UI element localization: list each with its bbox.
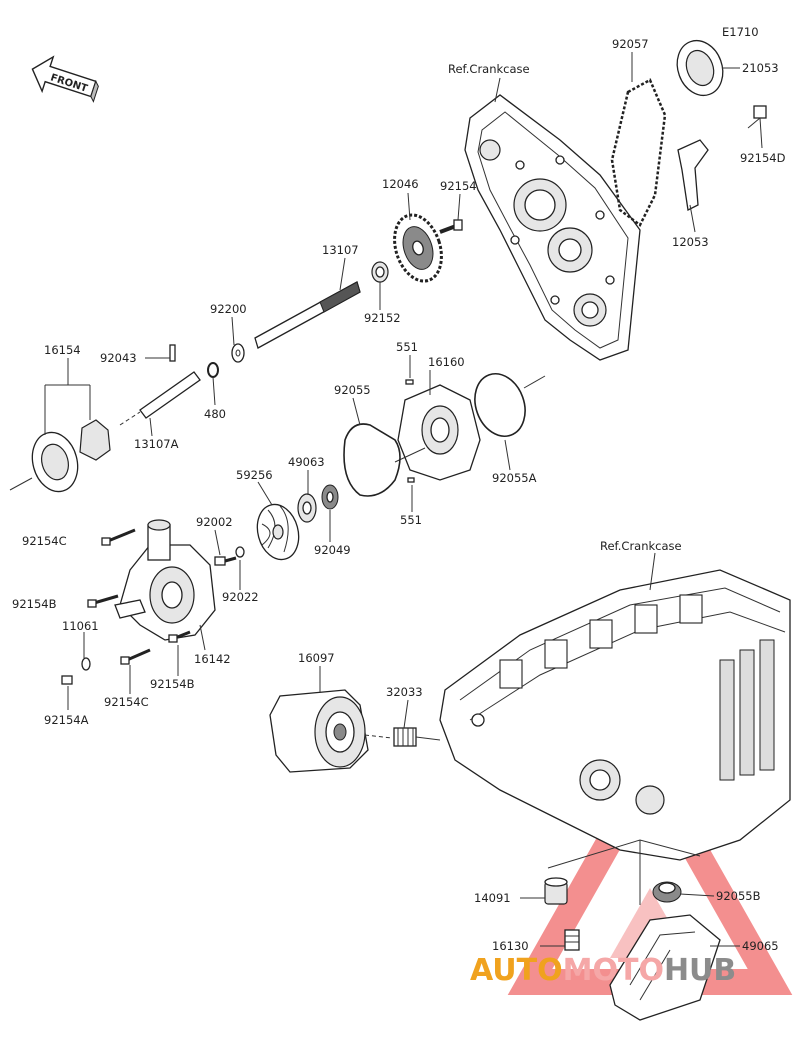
part-label: 92152	[364, 311, 401, 325]
bolt-92154b-drawing	[87, 594, 119, 608]
part-label: 92154C	[22, 534, 67, 548]
part-label: 92022	[222, 590, 259, 604]
pin-551-drawing	[405, 379, 414, 385]
part-label: 92154B	[150, 677, 195, 691]
part-label: 92055A	[492, 471, 537, 485]
gasket-92055-drawing	[343, 423, 401, 497]
oil-filter-16097-drawing	[269, 689, 393, 773]
cam-chain-drawing	[610, 78, 709, 227]
part-label: 12053	[672, 235, 709, 249]
part-label: 13107A	[134, 437, 179, 451]
bolt-92154-drawing	[439, 219, 463, 234]
part-label: 16097	[298, 651, 335, 665]
ref-label-lower: Ref.Crankcase	[600, 539, 682, 553]
oil-pan-49065-drawing	[609, 914, 721, 1021]
bolt-92154b-lower-drawing	[168, 630, 191, 643]
shaft-13107a-drawing	[119, 371, 201, 426]
watermark-auto: AUTO	[470, 953, 563, 988]
part-label: 92200	[210, 302, 247, 316]
fitting-32033-drawing	[393, 727, 441, 747]
part-label: 92055	[334, 383, 371, 397]
part-label: 16142	[194, 652, 231, 666]
watermark-word: AUTOMOTOHUB	[470, 953, 736, 988]
pump-housing-16142-drawing	[114, 519, 216, 641]
impeller-59256-drawing	[256, 503, 300, 561]
gear-12046-drawing	[393, 213, 443, 283]
collar-92152-drawing	[371, 261, 389, 283]
part-label: 16130	[492, 939, 529, 953]
lower-crankcase-drawing	[439, 569, 791, 861]
pin-92043-drawing	[169, 344, 176, 362]
part-label: 14091	[474, 891, 511, 905]
front-arrow-icon: FRONT	[31, 55, 99, 103]
part-label: 92154	[440, 179, 477, 193]
part-label: 92154D	[740, 151, 786, 165]
shaft-13107-drawing	[254, 281, 361, 349]
washer-92200-drawing	[231, 343, 245, 363]
watermark-moto: MOTO	[563, 953, 664, 988]
part-label: 49063	[288, 455, 325, 469]
bolt-92154c-lower-drawing	[120, 648, 151, 665]
washer-92022-drawing	[235, 546, 245, 558]
bolt-92154c-drawing	[101, 528, 136, 546]
part-label: 92055B	[716, 889, 761, 903]
part-label: 32033	[386, 685, 423, 699]
washer-11061-drawing	[81, 657, 91, 671]
part-label: 92002	[196, 515, 233, 529]
bolt-92154d-drawing	[747, 105, 767, 129]
part-14091-drawing	[544, 877, 568, 905]
part-label: 13107	[322, 243, 359, 257]
part-label: 92154A	[44, 713, 89, 727]
part-label: 12046	[382, 177, 419, 191]
part-label: 16154	[44, 343, 81, 357]
part-92055b-drawing	[652, 881, 682, 903]
part-label: 92043	[100, 351, 137, 365]
ref-label-upper: Ref.Crankcase	[448, 62, 530, 76]
pin-551-lower-drawing	[407, 477, 415, 483]
part-label: 551	[396, 340, 418, 354]
cover-16160-drawing	[394, 384, 481, 481]
part-label: 21053	[742, 61, 779, 75]
leader-lines	[44, 52, 763, 947]
part-label: 59256	[236, 468, 273, 482]
bolt-92002-drawing	[214, 556, 237, 566]
part-label: 480	[204, 407, 226, 421]
part-label: 49065	[742, 939, 779, 953]
upper-cover-drawing	[464, 94, 641, 361]
rotor-16154-drawing	[9, 419, 111, 493]
sprocket-21053-drawing	[676, 39, 724, 97]
seal-49063-drawing	[297, 493, 317, 523]
oring-92055a-drawing	[474, 373, 526, 437]
part-label: 92154C	[104, 695, 149, 709]
part-label: 92154B	[12, 597, 57, 611]
seal-92049-drawing	[321, 484, 339, 510]
part-label: 11061	[62, 619, 99, 633]
part-label: 92057	[612, 37, 649, 51]
diagram-code: E1710	[722, 25, 759, 39]
part-label: 551	[400, 513, 422, 527]
bolt-92154a-drawing	[61, 675, 73, 685]
circlip-480-drawing	[207, 362, 219, 378]
part-label: 92049	[314, 543, 351, 557]
part-label: 16160	[428, 355, 465, 369]
watermark-hub: HUB	[664, 953, 736, 988]
part-16130-drawing	[564, 929, 580, 951]
